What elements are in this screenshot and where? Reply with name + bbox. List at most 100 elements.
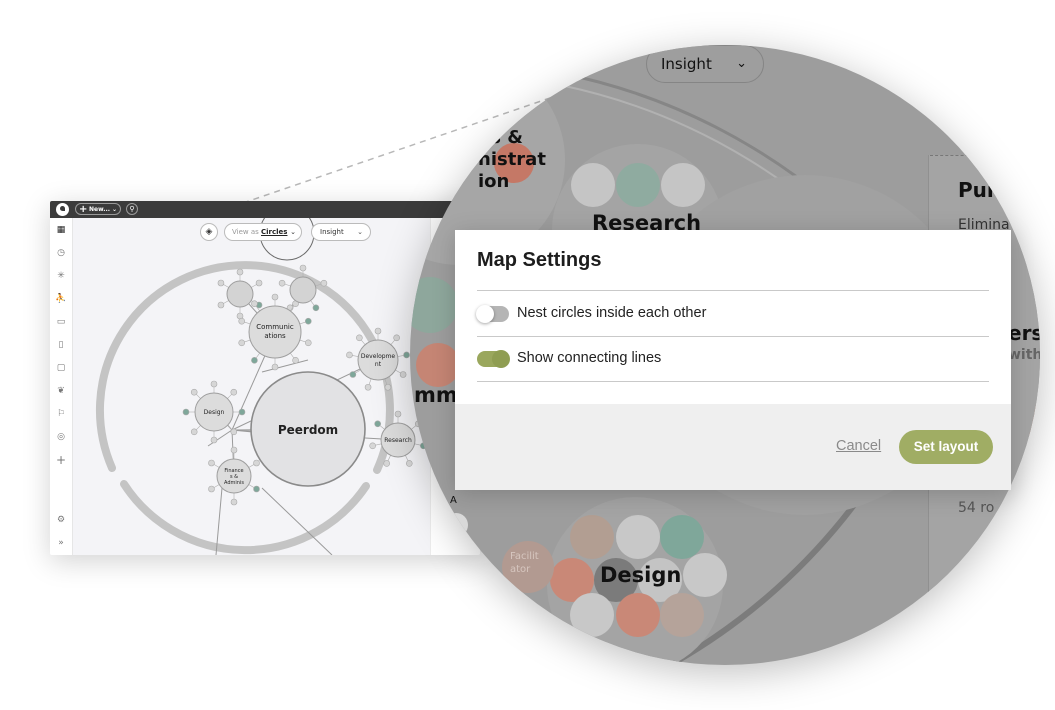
sparkle-icon[interactable]: ✳ [57, 271, 65, 281]
layers-icon: ◈ [205, 227, 213, 237]
facilitator-line2: ator [510, 564, 531, 575]
design-label-zoomed[interactable]: Design [600, 563, 682, 587]
search-icon[interactable]: ⚲ [126, 203, 138, 215]
chat-icon[interactable]: ▢ [56, 363, 66, 373]
chevron-down-icon: ⌄ [736, 56, 747, 71]
connecting-lines-label: Show connecting lines [517, 350, 662, 366]
satellite-role [236, 268, 244, 276]
new-button[interactable]: + New... ⌄ [75, 203, 121, 215]
satellite-role [405, 460, 413, 467]
facilitator-line1: Facilit [510, 551, 539, 562]
peerdom-logo-icon[interactable] [56, 203, 69, 216]
insight-label-zoomed: Insight [661, 55, 712, 73]
members-subheading: with [1008, 347, 1040, 363]
satellite-role [208, 459, 215, 467]
insight-dropdown[interactable]: Insight ⌄ [311, 223, 371, 241]
sidebar: ▦ ◷ ✳ ⛹ ▭ ▯ ▢ ❦ ⚐ ◎ + ⚙ » [50, 218, 73, 555]
satellite-role [349, 371, 357, 378]
facilitator-label: Facilit ator [510, 550, 539, 576]
chevron-down-icon: ⌄ [357, 228, 363, 236]
circle-map: Communic ations Developme nt Design Rese… [95, 218, 427, 555]
satellite-role [399, 371, 407, 378]
satellite-role [299, 264, 307, 272]
purpose-heading: Pur [958, 178, 997, 202]
node-communications[interactable]: Communic [256, 323, 294, 331]
satellite-role [190, 388, 198, 396]
node-communications-line2: ations [264, 332, 286, 340]
admin-label-zoomed: es & nistrat ion [478, 127, 546, 193]
satellite-role [230, 498, 238, 506]
admin-line3: ion [478, 171, 510, 192]
add-icon[interactable]: + [55, 453, 67, 467]
member-initials-2[interactable]: A [450, 495, 457, 506]
gear-icon[interactable]: ⚙ [56, 515, 66, 525]
roles-count: 54 ro [958, 500, 995, 516]
divider [477, 290, 989, 291]
expand-icon[interactable]: » [58, 538, 64, 548]
satellite-role [384, 383, 392, 391]
node-development-line2: nt [375, 361, 382, 368]
node-development[interactable]: Developme [361, 353, 396, 360]
satellite-role [393, 334, 400, 342]
clock-icon[interactable]: ◷ [57, 248, 65, 258]
document-icon[interactable]: ▯ [58, 340, 64, 350]
satellite-role [374, 327, 382, 335]
map-icon[interactable]: ▦ [56, 225, 66, 235]
nest-circles-toggle[interactable] [476, 305, 509, 323]
plus-icon: + [79, 204, 88, 215]
satellite-role [271, 363, 279, 371]
satellite-role [292, 357, 299, 364]
satellite-role [255, 279, 263, 287]
chevron-down-icon: ⌄ [111, 206, 117, 213]
satellite-role [217, 279, 225, 287]
admin-line2: nistrat [478, 149, 546, 170]
view-as-dropdown[interactable]: View as Circles ⌄ [224, 223, 302, 241]
satellite-role [208, 485, 215, 493]
node-design[interactable]: Design [204, 409, 225, 416]
insight-label: Insight [320, 228, 344, 236]
target-icon[interactable]: ◎ [57, 432, 65, 442]
top-bar: + New... ⌄ ⚲ [50, 201, 480, 218]
flag-icon[interactable]: ⚐ [56, 409, 66, 419]
satellite-role [356, 334, 363, 342]
briefcase-icon[interactable]: ▭ [56, 317, 66, 327]
satellite-role [304, 317, 312, 325]
map-settings-modal: Map Settings Nest circles inside each ot… [455, 230, 1011, 490]
satellite-role [403, 351, 410, 359]
layers-button[interactable]: ◈ [200, 223, 218, 241]
chevron-down-icon: ⌄ [290, 228, 296, 236]
map-canvas[interactable]: Communic ations Developme nt Design Rese… [72, 218, 430, 555]
member-initials[interactable]: IJ [450, 518, 456, 529]
satellite-role [278, 279, 286, 287]
leaf-icon[interactable]: ❦ [57, 386, 65, 396]
satellite-role [251, 357, 258, 364]
node-peerdom[interactable]: Peerdom [278, 423, 338, 437]
insight-dropdown-zoomed[interactable]: Insight ⌄ [646, 45, 764, 83]
satellite-role [320, 279, 328, 287]
node-research[interactable]: Research [384, 437, 412, 444]
satellite-role [230, 388, 238, 396]
satellite-role [217, 301, 225, 309]
satellite-role [238, 339, 246, 347]
satellite-role [304, 339, 312, 347]
satellite-role [190, 428, 198, 436]
toggle-knob [492, 350, 510, 368]
admin-line1: es & [478, 127, 523, 148]
purpose-line1: Elimina [958, 217, 1010, 233]
people-icon[interactable]: ⛹ [55, 294, 67, 304]
satellite-role [271, 293, 279, 301]
satellite-role [394, 410, 402, 418]
toggle-knob [476, 305, 494, 323]
modal-title: Map Settings [477, 249, 602, 271]
set-layout-button[interactable]: Set layout [899, 430, 993, 464]
connecting-lines-toggle[interactable] [477, 350, 510, 368]
cancel-button[interactable]: Cancel [836, 438, 882, 454]
node-finance[interactable]: Finance [224, 468, 243, 474]
divider [477, 381, 989, 382]
view-as-value: Circles [261, 228, 288, 236]
satellite-role [374, 420, 381, 428]
satellite-role [251, 300, 258, 307]
view-as-prefix: View as [232, 228, 259, 236]
members-heading: ers [1008, 321, 1040, 345]
satellite-role [383, 460, 391, 467]
